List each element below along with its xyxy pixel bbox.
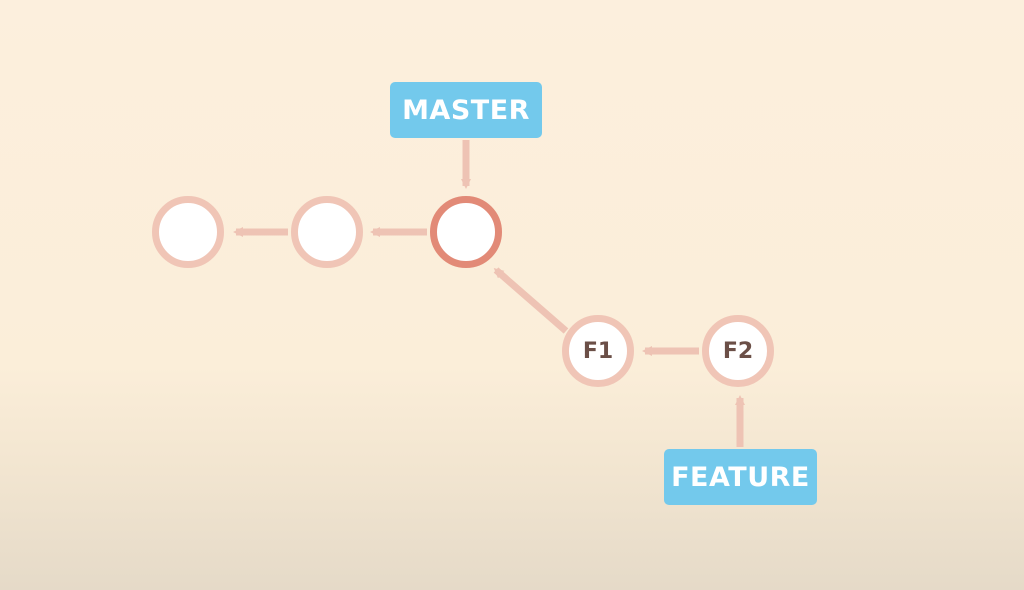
commit-node-f1: F1 (562, 315, 634, 387)
branch-label-feature: FEATURE (664, 449, 817, 505)
branch-label-master: MASTER (390, 82, 542, 138)
commit-node-1 (152, 196, 224, 268)
commit-node-2 (291, 196, 363, 268)
commit-node-f2: F2 (702, 315, 774, 387)
arrow-f1-to-commit-3 (493, 267, 569, 334)
commit-node-3-master-head (430, 196, 502, 268)
